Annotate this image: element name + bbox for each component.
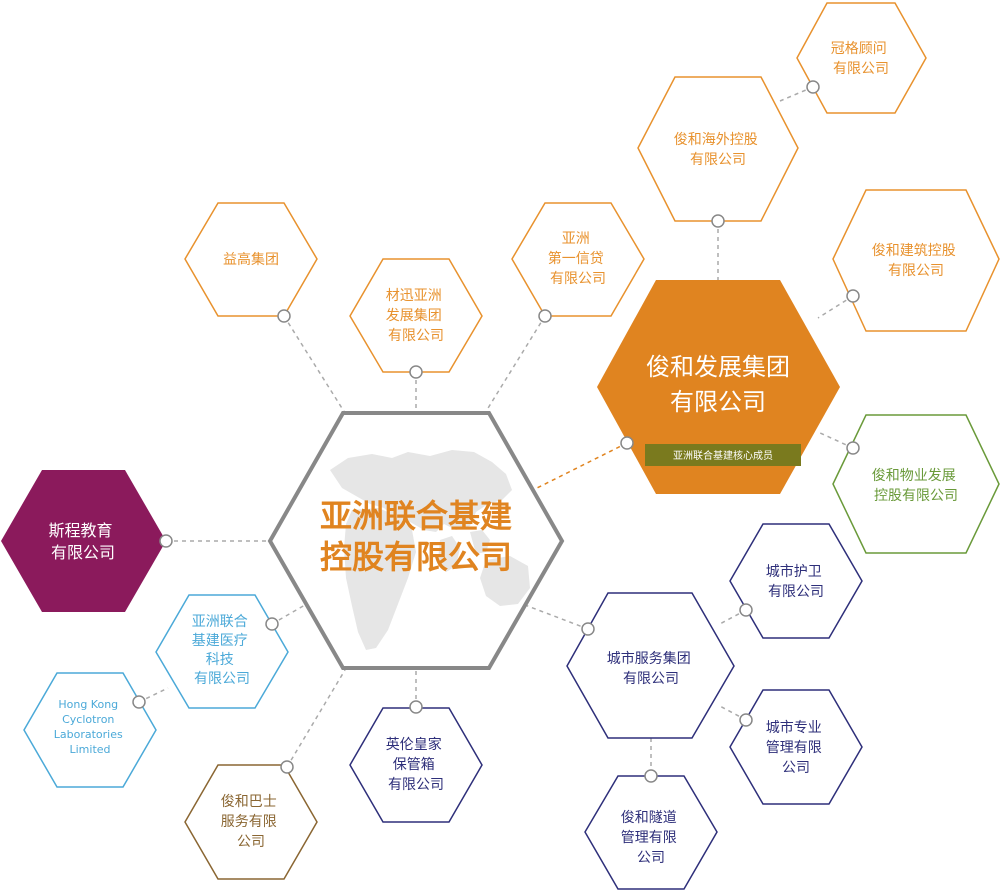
connector-jianzhu [817, 295, 854, 319]
node-haiwai[interactable]: 俊和海外控股 有限公司 [637, 76, 799, 222]
node-huwei[interactable]: 城市护卫 有限公司 [729, 523, 863, 639]
label-yazhou-xindai: 亚洲 第一信贷 有限公司 [548, 231, 608, 287]
hexagon-chengshi-zhuanye [729, 689, 863, 805]
junhe-title-line1: 俊和发展集团 [646, 353, 790, 381]
dot-baoguanxiang [409, 700, 423, 714]
connector-huwei [717, 609, 747, 626]
connector-cyclotron [138, 687, 169, 703]
junhe-badge [645, 444, 801, 466]
label-yigao: 益高集团 [223, 251, 279, 268]
label-chengshi-fuwu: 城市服务集团 有限公司 [607, 650, 695, 687]
connector-xindai [484, 315, 546, 414]
connectors [138, 86, 854, 776]
node-chengshi-zhuanye[interactable]: 城市专业 管理有限 公司 [729, 689, 863, 805]
dot-wuye [846, 441, 860, 455]
dot-guange [806, 80, 820, 94]
connector-dots [132, 80, 860, 783]
label-guange: 冠格顾问 有限公司 [831, 41, 891, 77]
dot-yigao [277, 309, 291, 323]
node-wuye[interactable]: 俊和物业发展 控股有限公司 [832, 414, 1000, 554]
node-sicheng[interactable]: 斯程教育 有限公司 [1, 470, 166, 612]
node-yigao[interactable]: 益高集团 [184, 202, 318, 317]
label-sicheng: 斯程教育 有限公司 [48, 521, 117, 562]
dot-jianzhu [846, 289, 860, 303]
dot-sicheng [159, 534, 173, 548]
connector-yigao [283, 315, 346, 414]
hexagon-wuye [832, 414, 1000, 554]
label-yiliao: 亚洲联合 基建医疗 科技 有限公司 [192, 614, 252, 687]
dot-bashi [280, 760, 294, 774]
dot-junhe [620, 436, 634, 450]
connector-zhuanye [717, 704, 747, 721]
label-bashi: 俊和巴士 服务有限 公司 [221, 794, 281, 850]
node-bashi[interactable]: 俊和巴士 服务有限 公司 [184, 764, 318, 880]
connector-yiliao [271, 604, 306, 625]
node-guange[interactable]: 冠格顾问 有限公司 [796, 2, 927, 114]
hexagon-chengshi-fuwu [566, 592, 735, 739]
dot-huwei [739, 603, 753, 617]
hexagon-cyclotron [23, 672, 157, 788]
connector-wuye [817, 431, 854, 449]
node-chengshi-fuwu[interactable]: 城市服务集团 有限公司 [566, 592, 735, 739]
dot-suidao [644, 769, 658, 783]
center-node[interactable]: 亚洲联合基建 控股有限公司 [267, 411, 565, 670]
hexagon-caixun [349, 258, 483, 373]
node-suidao[interactable]: 俊和隧道 管理有限 公司 [584, 775, 718, 890]
label-jianzhu: 俊和建筑控股 有限公司 [872, 243, 960, 279]
node-yazhou-xindai[interactable]: 亚洲 第一信贷 有限公司 [511, 202, 645, 317]
hexagon-huwei [729, 523, 863, 639]
node-baoguanxiang[interactable]: 英伦皇家 保管箱 有限公司 [349, 707, 483, 823]
label-cyclotron: Hong Kong Cyclotron Laboratories Limited [54, 698, 126, 756]
node-caixun[interactable]: 材迅亚洲 发展集团 有限公司 [349, 258, 483, 373]
label-huwei: 城市护卫 有限公司 [766, 563, 826, 600]
dot-caixun [409, 365, 423, 379]
connector-bashi [286, 669, 346, 768]
junhe-badge-text: 亚洲联合基建核心成员 [673, 449, 773, 462]
node-yiliao[interactable]: 亚洲联合 基建医疗 科技 有限公司 [155, 594, 289, 709]
node-cyclotron[interactable]: Hong Kong Cyclotron Laboratories Limited [23, 672, 157, 788]
center-title-line1: 亚洲联合基建 [320, 497, 512, 535]
connector-junhe [536, 442, 628, 489]
label-haiwai: 俊和海外控股 有限公司 [674, 132, 762, 168]
dot-chengshi-fuwu [581, 622, 595, 636]
hexagon-sicheng [1, 470, 166, 612]
hexagon-baoguanxiang [349, 707, 483, 823]
label-chengshi-zhuanye: 城市专业 管理有限 公司 [766, 719, 826, 776]
connector-guange [779, 86, 814, 102]
dot-haiwai [711, 214, 725, 228]
junhe-node[interactable]: 俊和发展集团 有限公司 亚洲联合基建核心成员 [597, 280, 840, 494]
center-title-line2: 控股有限公司 [320, 538, 512, 576]
label-suidao: 俊和隧道 管理有限 公司 [621, 810, 681, 866]
hexagon-yigao [184, 202, 318, 317]
node-jianzhu[interactable]: 俊和建筑控股 有限公司 [832, 189, 1000, 332]
connector-chengshi-fuwu [524, 604, 589, 630]
hexagon-bashi [184, 764, 318, 880]
dot-yiliao [265, 617, 279, 631]
dot-xindai [538, 309, 552, 323]
world-map-icon [330, 450, 530, 650]
junhe-title-line2: 有限公司 [670, 388, 766, 416]
hexagon-jianzhu [832, 189, 1000, 332]
label-wuye: 俊和物业发展 控股有限公司 [872, 468, 960, 504]
hexagon-guange [796, 2, 927, 114]
dot-zhuanye [739, 713, 753, 727]
label-caixun: 材迅亚洲 发展集团 有限公司 [386, 288, 446, 344]
hexagon-haiwai [637, 76, 799, 222]
label-baoguanxiang: 英伦皇家 保管箱 有限公司 [386, 736, 446, 793]
hexagon-suidao [584, 775, 718, 890]
hexagon-yiliao [155, 594, 289, 709]
dot-cyclotron [132, 695, 146, 709]
junhe-hexagon [597, 280, 840, 494]
